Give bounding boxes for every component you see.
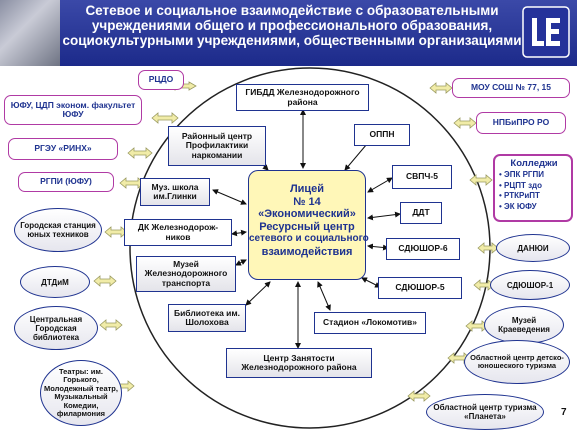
double-arrow-central-library — [99, 319, 123, 331]
box-dk: ДК Железнодорож- ников — [124, 219, 232, 246]
box-sdyushor-5: СДЮШОР-5 — [378, 277, 462, 299]
box-prevention-center: Районный центр Профилактики наркомании — [168, 126, 266, 166]
pill-mou-school: МОУ СОШ № 77, 15 — [452, 78, 570, 98]
link-stadium — [317, 281, 331, 311]
double-arrow-colleges — [469, 174, 493, 186]
box-employment-center: Центр Занятости Железнодорожного района — [226, 348, 372, 378]
college-item: ЭПК РГПИ — [499, 170, 569, 181]
link-sdyushor5 — [361, 277, 381, 288]
center-line-3: «Экономический» — [258, 208, 356, 220]
lyceum-center: Лицей № 14 «Экономический» Ресурсный цен… — [248, 170, 369, 280]
double-arrow-danyuoi — [477, 242, 499, 254]
double-arrow-yufu — [151, 112, 179, 124]
link-dk — [231, 229, 247, 237]
link-ddt — [367, 211, 401, 221]
double-arrow-nmbpro — [453, 117, 477, 129]
double-arrow-rgeu — [127, 147, 153, 159]
box-ddt: ДДТ — [400, 202, 442, 224]
page-number: 7 — [561, 407, 567, 418]
pill-rgpi: РГПИ (ЮФУ) — [18, 172, 114, 192]
center-line-5: сетевого и социального — [249, 233, 369, 244]
college-item: РТКРиПТ — [499, 191, 569, 202]
box-library: Библиотека им. Шолохова — [168, 304, 246, 332]
box-music-school: Муз. школа им.Глинки — [140, 178, 210, 206]
box-oppn: ОППН — [354, 124, 410, 146]
header-bar: Сетевое и социальное взаимодействие с об… — [0, 0, 577, 66]
link-svpch — [367, 177, 393, 193]
pill-rgeu: РГЭУ «РИНХ» — [8, 138, 118, 160]
colleges-title: Колледжи — [510, 158, 558, 169]
link-museum — [235, 259, 247, 266]
double-arrow-planeta — [407, 390, 431, 402]
center-line-2: № 14 — [293, 195, 321, 208]
box-sdyushor-6: СДЮШОР-6 — [386, 238, 460, 260]
oval-planeta: Областной центр туризма «Планета» — [426, 394, 544, 430]
pill-nmbpro: НПБиПРО РО — [476, 112, 566, 134]
box-transport-museum: Музей Железнодорожного транспорта — [136, 256, 236, 292]
center-line-1: Лицей — [289, 183, 325, 195]
double-arrow-dtdim — [93, 275, 117, 287]
box-stadium: Стадион «Локомотив» — [314, 312, 426, 334]
colleges-list: Колледжи ЭПК РГПИ РЦПТ здо РТКРиПТ ЭК ЮФ… — [493, 154, 573, 222]
link-sdyushor6 — [367, 243, 389, 251]
pill-yufu: ЮФУ, ЦДП эконом. факультет ЮФУ — [4, 95, 142, 125]
box-svpch: СВПЧ-5 — [392, 165, 452, 189]
oval-dtdim: ДТДиМ — [20, 266, 90, 298]
oval-tourism-center: Областной центр детско-юношеского туризм… — [464, 340, 570, 384]
lyceum-logo-icon — [522, 6, 570, 58]
oval-danyuoi: ДАНЮИ — [496, 234, 570, 262]
college-item: ЭК ЮФУ — [499, 202, 569, 213]
slide-title: Сетевое и социальное взаимодействие с об… — [62, 3, 522, 48]
box-gibdd: ГИБДД Железнодорожного района — [236, 84, 369, 111]
oval-kraeved-museum: Музей Краеведения — [484, 306, 564, 344]
oval-sdyushor-1: СДЮШОР-1 — [490, 270, 570, 300]
building-photo — [0, 0, 60, 66]
center-line-6: взаимодействия — [261, 245, 353, 258]
double-arrow-mou — [429, 82, 453, 94]
oval-theaters: Театры: им. Горького, Молодежный театр, … — [40, 360, 122, 426]
oval-youth-station: Городская станция юных техников — [14, 208, 102, 252]
pill-rcdo: РЦДО — [138, 70, 184, 90]
college-item: РЦПТ здо — [499, 181, 569, 192]
link-music — [212, 189, 247, 205]
center-line-4: Ресурсный центр — [259, 220, 355, 233]
link-library — [245, 281, 271, 306]
oval-central-library: Центральная Городская библиотека — [14, 306, 98, 350]
